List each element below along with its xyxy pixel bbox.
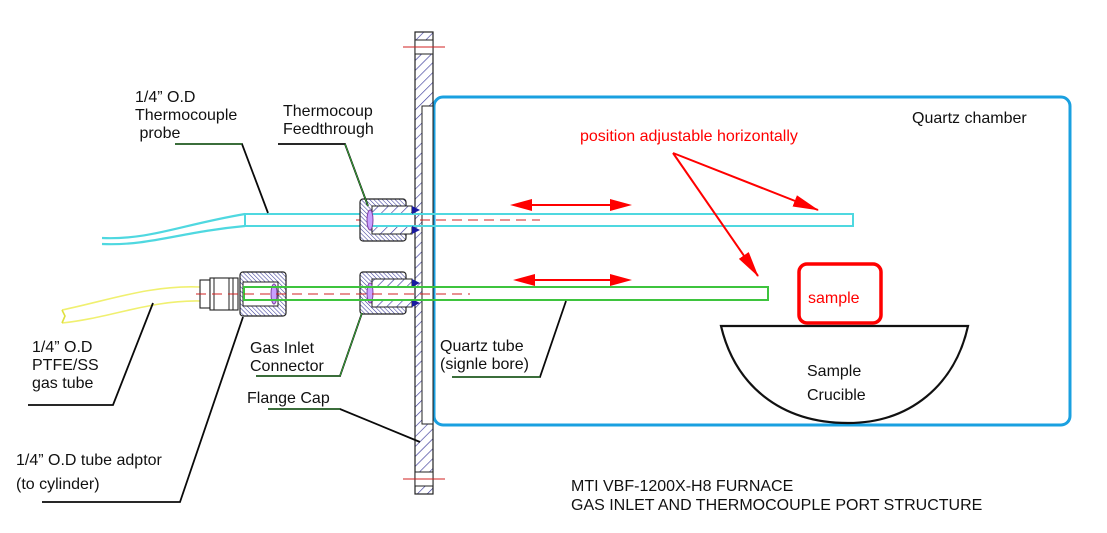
crucible-label-line2: Crucible <box>807 387 866 404</box>
leader-lines <box>28 143 567 503</box>
gas-inlet-label-line2: Connector <box>250 358 324 375</box>
quartz-tube <box>196 286 769 301</box>
thermocouple-probe-label-line1: 1/4” O.D <box>135 89 195 106</box>
position-note-pointers <box>672 152 819 277</box>
sample-label: sample <box>808 290 860 307</box>
flange-cap-label: Flange Cap <box>247 390 330 407</box>
ptfe-tube-label-line2: PTFE/SS <box>32 357 99 374</box>
crucible-label-line1: Sample <box>807 363 861 380</box>
ptfe-tube-label-line1: 1/4” O.D <box>32 339 92 356</box>
adjust-arrow-quartz-tube <box>513 274 632 286</box>
thermocouple-probe-label-line3: probe <box>135 125 180 142</box>
quartz-chamber <box>432 95 1072 427</box>
ptfe-tube-label-line3: gas tube <box>32 375 93 392</box>
quartz-tube-label-line2: (signle bore) <box>440 356 529 373</box>
sample-box <box>797 262 883 325</box>
tube-adaptor-label-line2: (to cylinder) <box>16 476 100 493</box>
sample-crucible <box>719 324 970 425</box>
quartz-tube-label-line1: Quartz tube <box>440 338 524 355</box>
diagram-title-line1: MTI VBF-1200X-H8 FURNACE <box>571 478 793 495</box>
thermocouple-probe <box>101 212 854 246</box>
feedthrough-label-line1: Thermocoup <box>283 103 373 120</box>
quartz-chamber-label: Quartz chamber <box>912 110 1027 127</box>
thermocouple-probe-label-line2: Thermocouple <box>135 107 237 124</box>
position-note: position adjustable horizontally <box>580 128 798 145</box>
gas-tube <box>61 286 201 324</box>
thermocouple-feedthrough <box>359 198 420 242</box>
feedthrough-label-line2: Feedthrough <box>283 121 374 138</box>
adjust-arrow-thermocouple <box>510 199 632 211</box>
flange-cap <box>403 31 445 495</box>
diagram-title-line2: GAS INLET AND THERMOCOUPLE PORT STRUCTUR… <box>571 497 982 514</box>
tube-adaptor-label-line1: 1/4” O.D tube adptor <box>16 452 163 469</box>
gas-inlet-connector <box>359 271 420 315</box>
gas-inlet-label-line1: Gas Inlet <box>250 340 315 357</box>
